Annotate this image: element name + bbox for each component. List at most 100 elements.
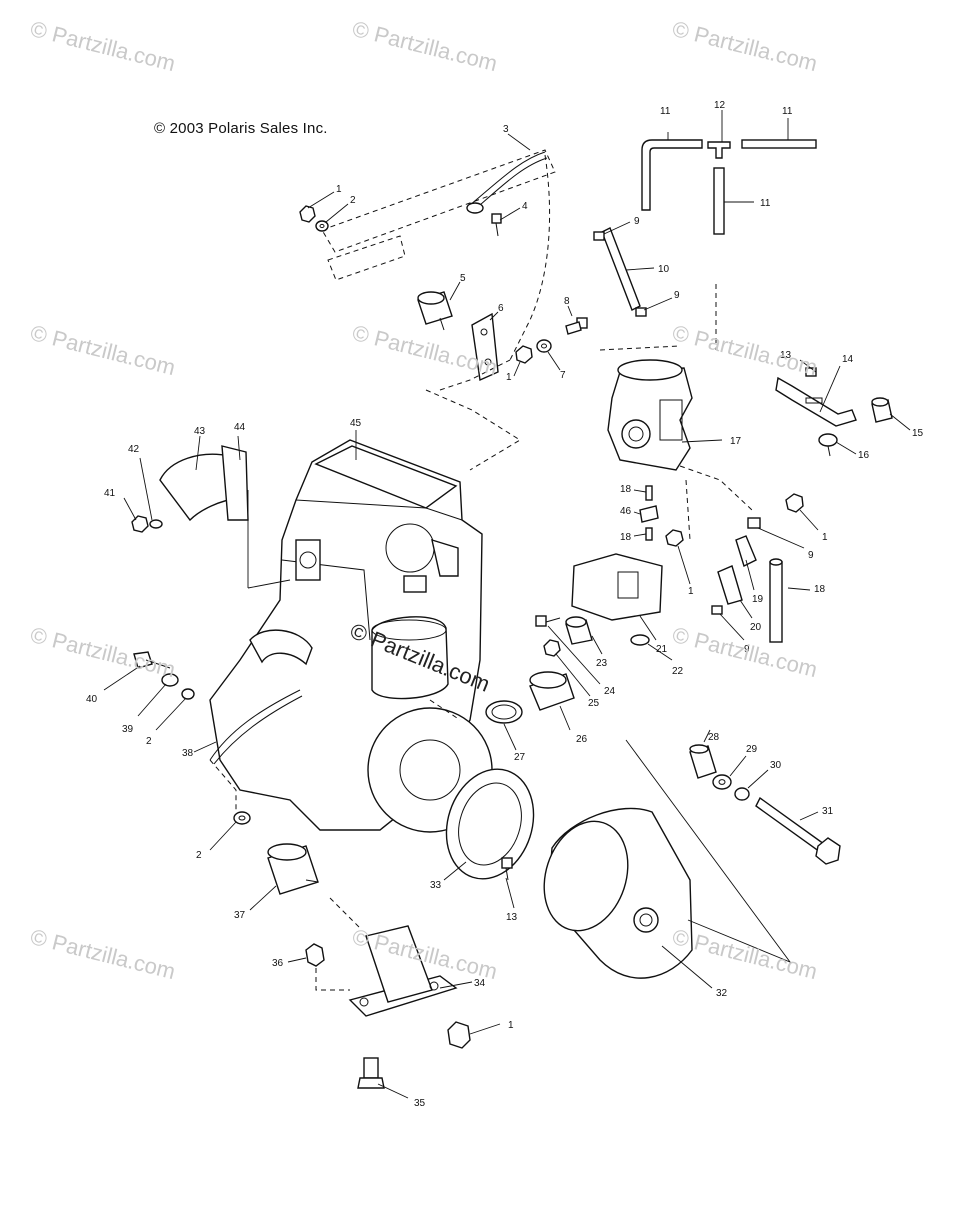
nut-36 xyxy=(305,943,325,967)
engine-45 xyxy=(209,439,493,833)
intake-boot-43 xyxy=(159,445,249,522)
callout: 1 xyxy=(508,1020,514,1031)
fuel-line-18c xyxy=(769,558,783,643)
callout: 24 xyxy=(604,686,616,697)
callout: 2 xyxy=(146,736,152,747)
bolt-8 xyxy=(565,317,588,335)
callout: 17 xyxy=(730,436,742,447)
callout: 1 xyxy=(688,586,694,597)
callout: 32 xyxy=(716,988,728,999)
washer-29 xyxy=(712,774,732,790)
washer-39 xyxy=(161,673,179,687)
callout: 42 xyxy=(128,444,140,455)
callout: 28 xyxy=(708,732,720,743)
copyright-notice: © 2003 Polaris Sales Inc. xyxy=(154,120,328,137)
screw-13b xyxy=(501,857,513,881)
callout: 18 xyxy=(620,532,632,543)
callout: 13 xyxy=(506,912,518,923)
washer-22 xyxy=(630,634,650,646)
bolt-40 xyxy=(133,651,171,669)
callout: 6 xyxy=(498,303,504,314)
bushing-15 xyxy=(871,397,893,423)
nut-25 xyxy=(543,639,561,657)
washer-2c xyxy=(233,811,251,825)
bolt-4 xyxy=(491,213,502,237)
callout: 23 xyxy=(596,658,608,669)
callout: 34 xyxy=(474,978,486,989)
nut-1 xyxy=(299,205,316,223)
nut-1b xyxy=(515,345,533,364)
callout: 8 xyxy=(564,296,570,307)
callout: 2 xyxy=(350,195,356,206)
engine-mount-34 xyxy=(348,925,458,1017)
callout: 1 xyxy=(506,372,512,383)
callout: 21 xyxy=(656,644,668,655)
washer-30 xyxy=(734,787,750,801)
washer-42 xyxy=(149,519,163,529)
callout: 1 xyxy=(822,532,828,543)
callout: 30 xyxy=(770,760,782,771)
callout: 25 xyxy=(588,698,600,709)
rubber-mount-37 xyxy=(267,843,319,895)
washer-2b xyxy=(181,688,195,700)
callout: 36 xyxy=(272,958,284,969)
frame-rail xyxy=(321,149,556,281)
callout: 9 xyxy=(634,216,640,227)
rubber-mount-23 xyxy=(565,616,593,645)
callout: 41 xyxy=(104,488,116,499)
ground-cable xyxy=(466,151,551,361)
callout: 1 xyxy=(336,184,342,195)
callout: 5 xyxy=(460,273,466,284)
callout: 7 xyxy=(560,370,566,381)
callout: 46 xyxy=(620,506,632,517)
bolt-35 xyxy=(357,1057,385,1089)
callout: 18 xyxy=(814,584,826,595)
callout: 44 xyxy=(234,422,246,433)
callout: 18 xyxy=(620,484,632,495)
rubber-mount-5 xyxy=(417,291,453,331)
washer-7 xyxy=(536,339,552,353)
oil-line-38 xyxy=(209,689,303,765)
callout: 29 xyxy=(746,744,758,755)
screw-24 xyxy=(535,615,561,627)
callout: 12 xyxy=(714,100,726,111)
callout: 39 xyxy=(122,724,134,735)
callout: 20 xyxy=(750,622,762,633)
washer-2 xyxy=(315,220,329,232)
throttle-bracket-14 xyxy=(775,376,857,427)
fuel-tube-18 xyxy=(645,485,653,501)
spacer-28 xyxy=(689,744,717,779)
leader-lines xyxy=(103,110,911,1099)
callout: 9 xyxy=(744,644,750,655)
callout: 27 xyxy=(514,752,526,763)
callout: 43 xyxy=(194,426,206,437)
nut-1e xyxy=(447,1021,471,1049)
callout: 13 xyxy=(780,350,792,361)
callout: 40 xyxy=(86,694,98,705)
callout: 14 xyxy=(842,354,854,365)
callout: 31 xyxy=(822,806,834,817)
bolt-31 xyxy=(755,796,841,865)
nut-1d xyxy=(785,493,804,513)
clutch-cover-33 xyxy=(445,768,535,880)
carburetor-17 xyxy=(607,359,693,471)
fuel-fitting-46 xyxy=(639,505,659,523)
fuel-line-10 xyxy=(593,227,647,317)
fuel-filter-19 xyxy=(717,535,757,605)
vent-hose-assembly xyxy=(641,139,817,235)
callout: 38 xyxy=(182,748,194,759)
callout: 11 xyxy=(660,106,671,117)
callout: 4 xyxy=(522,201,528,212)
callout: 15 xyxy=(912,428,924,439)
clamp-9c xyxy=(747,517,761,529)
bracket-6 xyxy=(471,312,499,382)
callout: 16 xyxy=(858,450,870,461)
callout: 9 xyxy=(674,290,680,301)
callout: 45 xyxy=(350,418,362,429)
clamp-9d xyxy=(711,605,723,615)
callout: 37 xyxy=(234,910,246,921)
callout: 2 xyxy=(196,850,202,861)
fuel-pump-26 xyxy=(529,671,575,711)
